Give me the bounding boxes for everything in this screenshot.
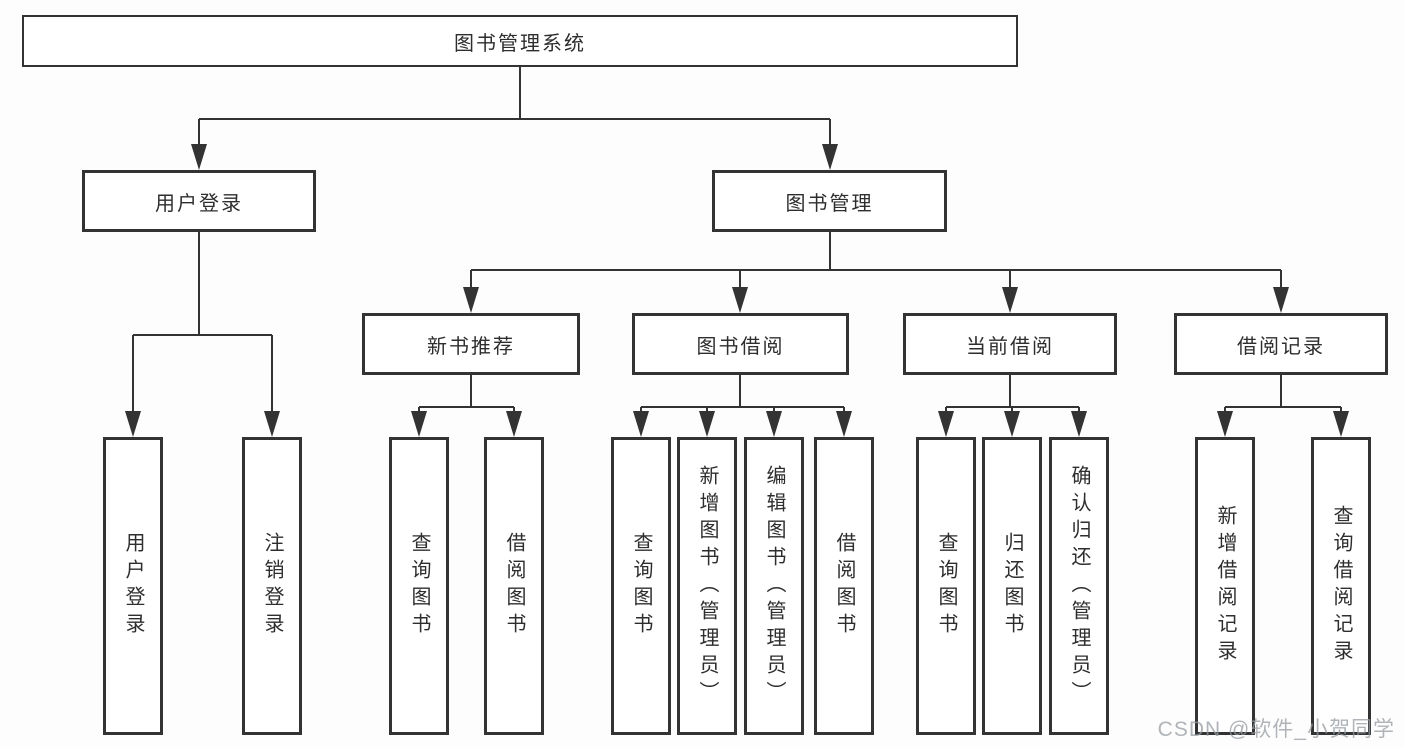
leaf-add-books-admin-label: 新增图书（管理员）	[696, 464, 718, 708]
node-user-login: 用户登录	[82, 170, 316, 232]
node-current-borrowing-label: 当前借阅	[966, 335, 1054, 358]
leaf-add-borrow-record-label: 新增借阅记录	[1214, 505, 1236, 667]
leaf-add-books-admin: 新增图书（管理员）	[677, 437, 737, 735]
leaf-borrow-books-recommend: 借阅图书	[484, 437, 544, 735]
leaf-query-books-borrowing-label: 查询图书	[630, 532, 652, 640]
leaf-query-books-recommend: 查询图书	[389, 437, 449, 735]
leaf-query-borrow-record: 查询借阅记录	[1311, 437, 1371, 735]
leaf-query-books-current: 查询图书	[916, 437, 976, 735]
node-new-book-recommend-label: 新书推荐	[427, 335, 515, 358]
leaf-return-books-label: 归还图书	[1001, 532, 1023, 640]
connector-user-login-to-leaves	[132, 232, 273, 413]
node-book-management-label: 图书管理	[785, 192, 874, 215]
node-book-borrowing: 图书借阅	[632, 313, 849, 375]
connector-borrowing-records-to-leaves	[1224, 375, 1342, 413]
leaf-user-login: 用户登录	[103, 437, 163, 735]
node-book-management: 图书管理	[712, 170, 947, 232]
leaf-edit-books-admin-label: 编辑图书（管理员）	[763, 464, 785, 708]
node-book-management-system: 图书管理系统	[22, 15, 1018, 67]
leaf-logout-label: 注销登录	[261, 532, 283, 640]
connector-book-borrowing-to-leaves	[640, 375, 845, 413]
watermark: CSDN @软件_小贺同学	[1157, 718, 1395, 741]
leaf-logout: 注销登录	[242, 437, 302, 735]
node-new-book-recommend: 新书推荐	[362, 313, 580, 375]
leaf-return-books: 归还图书	[982, 437, 1042, 735]
node-book-management-system-label: 图书管理系统	[454, 32, 586, 55]
arrowheads	[125, 144, 1349, 437]
connector-book-management-to-level3	[470, 232, 1282, 289]
leaf-confirm-return-admin: 确认归还（管理员）	[1049, 437, 1109, 735]
node-borrowing-records: 借阅记录	[1174, 313, 1388, 375]
node-book-borrowing-label: 图书借阅	[696, 335, 785, 358]
leaf-borrow-books-borrowing-label: 借阅图书	[833, 532, 855, 640]
leaf-edit-books-admin: 编辑图书（管理员）	[744, 437, 804, 735]
leaf-query-books-recommend-label: 查询图书	[408, 532, 430, 640]
node-user-login-label: 用户登录	[155, 192, 243, 215]
connector-root-to-level2	[198, 67, 831, 146]
connector-new-book-recommend-to-leaves	[418, 375, 515, 413]
node-current-borrowing: 当前借阅	[903, 313, 1117, 375]
leaf-user-login-label: 用户登录	[122, 532, 144, 640]
leaf-query-borrow-record-label: 查询借阅记录	[1330, 505, 1352, 667]
node-borrowing-records-label: 借阅记录	[1237, 335, 1325, 358]
leaf-confirm-return-admin-label: 确认归还（管理员）	[1068, 464, 1090, 708]
leaf-borrow-books-recommend-label: 借阅图书	[503, 532, 525, 640]
connector-current-borrowing-to-leaves	[945, 375, 1080, 413]
leaf-borrow-books-borrowing: 借阅图书	[814, 437, 874, 735]
leaf-query-books-borrowing: 查询图书	[611, 437, 671, 735]
leaf-add-borrow-record: 新增借阅记录	[1195, 437, 1255, 735]
leaf-query-books-current-label: 查询图书	[935, 532, 957, 640]
